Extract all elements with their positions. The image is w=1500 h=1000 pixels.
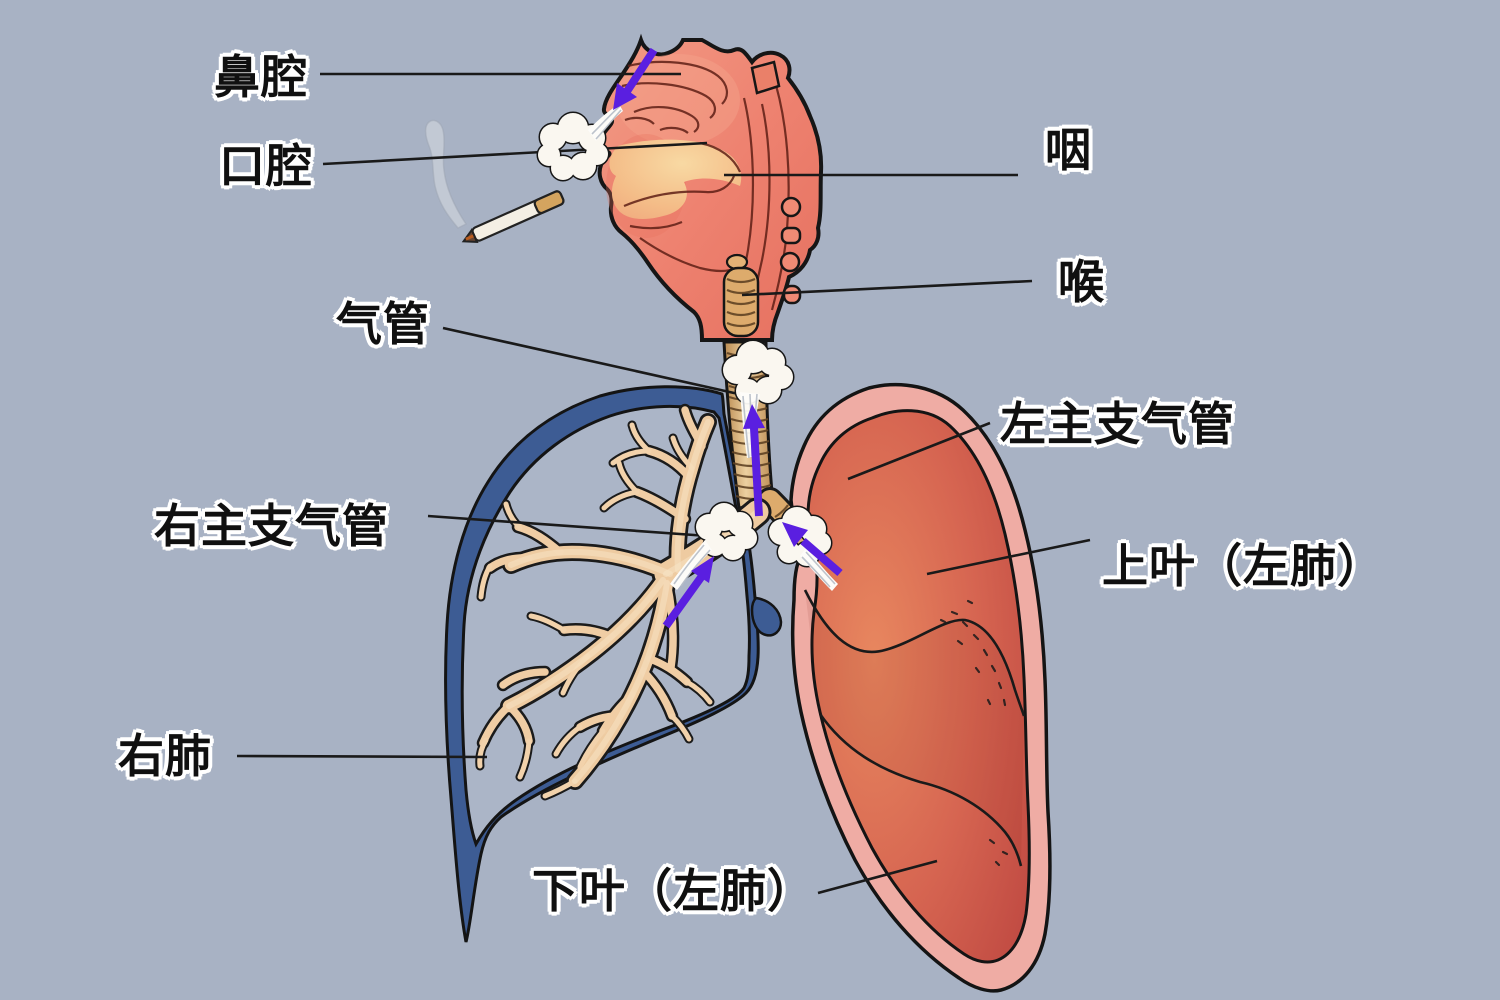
vertebrae <box>779 196 802 305</box>
leader-line-trachea <box>442 326 744 397</box>
leader-line-right-lung <box>236 754 488 759</box>
label-oral-cavity: 口腔 <box>219 140 313 192</box>
label-pharynx: 咽 <box>1045 124 1092 176</box>
airflow-arrow-icon-trachea <box>743 404 765 517</box>
label-upper-lobe-left-lung: 上叶（左肺） <box>1102 540 1384 592</box>
label-left-main-bronchus: 左主支气管 <box>1000 398 1235 450</box>
right-lung <box>444 385 783 943</box>
leader-line-left-main-bronchus <box>847 421 991 481</box>
upper-fissure-line <box>803 589 1026 717</box>
leader-line-lower-lobe <box>817 859 938 895</box>
airflow-arrow-icon-nose <box>613 47 658 110</box>
leader-line-upper-lobe <box>926 538 1091 576</box>
label-right-main-bronchus: 右主支气管 <box>154 500 389 552</box>
leader-line-larynx <box>741 279 1033 297</box>
cigarette-smoke-ribbon <box>424 119 468 229</box>
fissure-stipples <box>939 599 1009 867</box>
larynx-region <box>722 253 760 338</box>
cigarette-icon <box>424 119 565 243</box>
leader-lines <box>236 72 1091 895</box>
smoke-puff-icon-left-bronchus <box>767 505 838 591</box>
airflow-arrow-icon-right-bronchus <box>662 556 714 629</box>
hilum-notch <box>750 596 783 637</box>
lower-fissure-line <box>818 713 1023 867</box>
label-trachea: 气管 <box>336 298 430 350</box>
sinus-outline <box>750 60 781 95</box>
label-right-lung: 右肺 <box>118 730 212 782</box>
smoke-puff-icon-right-bronchus <box>670 501 759 590</box>
leader-line-oral-cavity <box>322 141 708 166</box>
smoke-puff-icon-nose <box>536 104 623 182</box>
airflow-arrow-icon-left-bronchus <box>782 522 843 577</box>
label-lower-lobe-left-lung: 下叶（左肺） <box>532 865 814 917</box>
label-larynx: 喉 <box>1058 256 1105 308</box>
label-nasal-cavity: 鼻腔 <box>214 51 308 103</box>
left-lung <box>789 382 1052 993</box>
leader-line-right-main-bronchus <box>427 514 709 538</box>
